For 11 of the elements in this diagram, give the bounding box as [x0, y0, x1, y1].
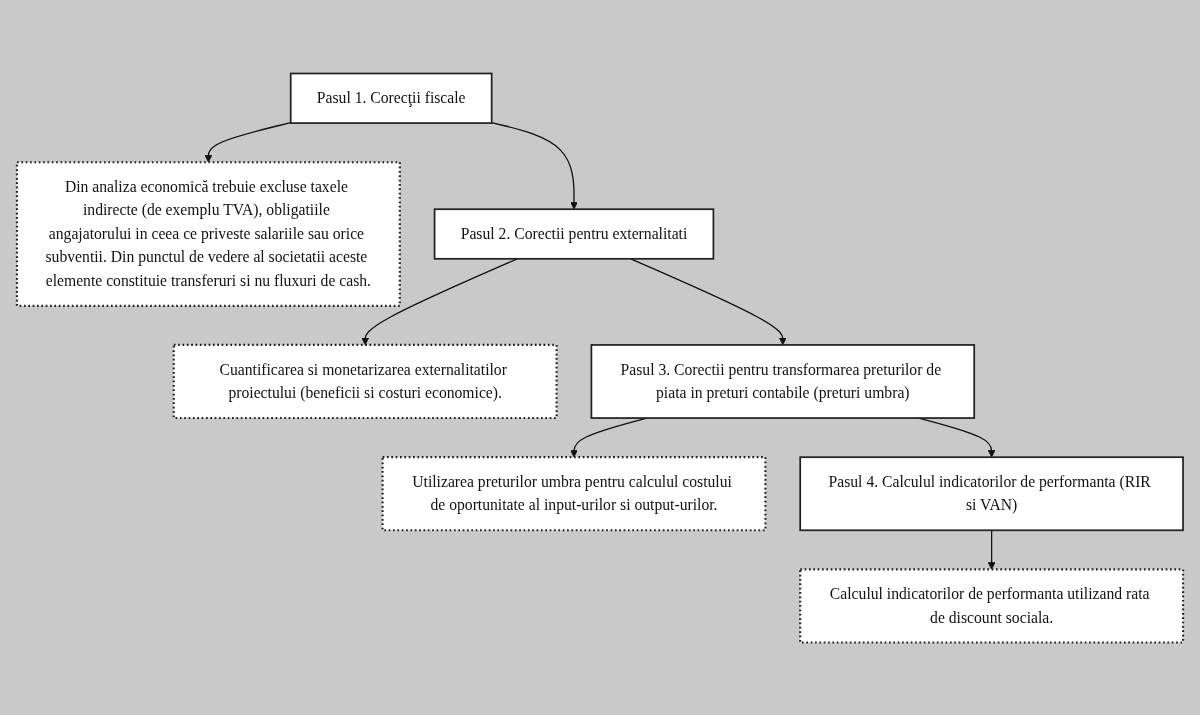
node-box: Utilizarea preturilor umbra pentru calculul costului de oportunitate al input-urilor si output-urilor.	[381, 455, 767, 531]
node-box: Pasul 4. Calculul indicatorilor de performanta (RIR si VAN)	[799, 455, 1184, 531]
arrow	[361, 257, 518, 345]
node-box: Calculul indicatorilor de performanta utilizand rata de discount sociala.	[799, 567, 1185, 644]
node-box: Pasul 2. Corectii pentru externalitati	[433, 207, 715, 260]
node-box: Din analiza economică trebuie excluse taxele indirecte (de exemplu TVA), obligatiile angajatorului in ceea ce priveste salariile sau orice subventii. Din punctul de vedere al societatii aceste elemente constituie transferuri si nu fluxuri de cash.	[15, 160, 401, 307]
arrow	[630, 257, 787, 345]
node-box: Pasul 1. Corecţii fiscale	[289, 72, 493, 124]
node-box: Pasul 3. Corectii pentru transformarea preturilor de piata in preturi contabile (preturi umbra)	[590, 343, 976, 419]
node-box: Cuantificarea si monetarizarea externalitatilor proiectului (beneficii si costuri economice).	[172, 343, 558, 419]
arrow	[491, 121, 578, 210]
